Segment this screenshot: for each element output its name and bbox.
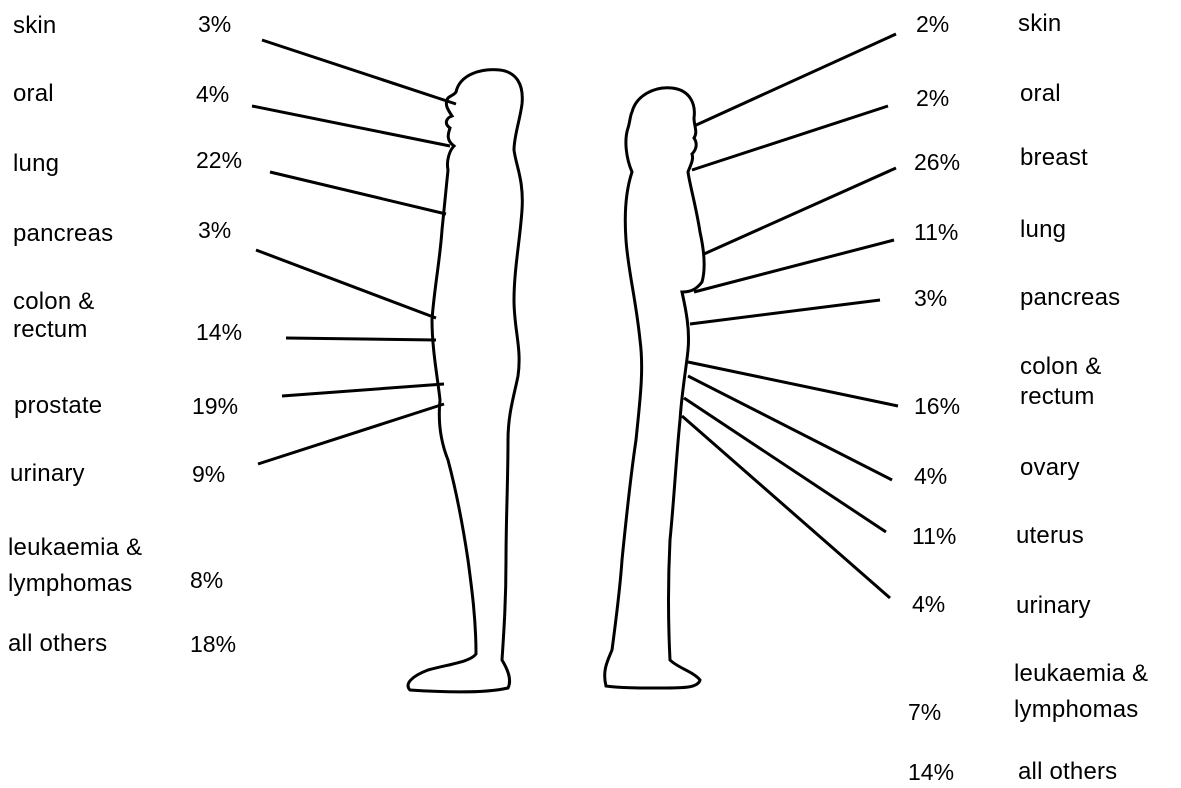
female-label-pancreas: pancreas xyxy=(1020,284,1120,312)
male-leader-lines xyxy=(252,40,456,464)
leader-line-male-urinary xyxy=(258,404,444,464)
male-silhouette xyxy=(408,70,522,692)
female-percent-oral: 2% xyxy=(916,84,949,112)
female-label-skin: skin xyxy=(1018,10,1061,38)
leader-line-female-urinary xyxy=(682,416,890,598)
female-percent-lung: 11% xyxy=(914,218,958,246)
male-label-leukaemia: leukaemia & lymphomas xyxy=(8,530,142,602)
male-label-prostate: prostate xyxy=(14,392,102,420)
female-label-ovary: ovary xyxy=(1020,454,1080,482)
female-percent-breast: 26% xyxy=(914,148,960,176)
male-percent-oral: 4% xyxy=(196,80,229,108)
female-label-uterus: uterus xyxy=(1016,522,1084,550)
leader-line-female-breast xyxy=(704,168,896,254)
male-percent-pancreas: 3% xyxy=(198,216,231,244)
female-label-oral-text: oral xyxy=(1020,80,1061,108)
leader-line-male-lung xyxy=(270,172,446,214)
male-label-pancreas: pancreas xyxy=(13,220,113,248)
leader-line-female-colon xyxy=(688,362,898,406)
leader-line-male-oral xyxy=(252,106,450,146)
male-label-urinary: urinary xyxy=(10,460,85,488)
male-percent-lung: 22% xyxy=(196,146,242,174)
male-percent-colon-rectum: 14% xyxy=(196,318,242,346)
female-percent-urinary: 4% xyxy=(912,590,945,618)
male-percent-skin: 3% xyxy=(198,10,231,38)
leader-line-female-oral xyxy=(692,106,888,170)
male-label-lung: lung xyxy=(13,150,59,178)
leader-line-male-prostate xyxy=(282,384,444,396)
male-percent-leukaemia: 8% xyxy=(190,566,223,594)
female-label-breast: breast xyxy=(1020,144,1088,172)
female-percent-colon-rectum: 16% xyxy=(914,392,960,420)
female-percent-all-others: 14% xyxy=(908,758,954,786)
male-percent-prostate: 19% xyxy=(192,392,238,420)
female-percent-ovary: 4% xyxy=(914,462,947,490)
leader-line-female-pancreas xyxy=(690,300,880,324)
leader-line-male-colon xyxy=(286,338,436,340)
leader-line-female-ovary xyxy=(688,376,892,480)
male-label-all-others: all others xyxy=(8,630,107,658)
male-label-colon-rectum: colon & rectum xyxy=(13,288,94,344)
male-label-skin: skin xyxy=(13,12,56,40)
female-label-urinary: urinary xyxy=(1016,592,1091,620)
female-label-leukaemia: leukaemia & lymphomas xyxy=(1014,656,1148,728)
female-percent-uterus: 11% xyxy=(912,522,956,550)
female-leader-lines xyxy=(682,34,898,598)
male-label-oral: oral xyxy=(13,80,54,108)
female-percent-pancreas: 3% xyxy=(914,284,947,312)
female-label-all-others: all others xyxy=(1018,758,1117,786)
female-percent-skin: 2% xyxy=(916,10,949,38)
leader-line-female-lung xyxy=(694,240,894,292)
leader-line-female-uterus xyxy=(684,398,886,532)
female-label-colon-rectum: colon & rectum xyxy=(1020,352,1101,412)
female-percent-leukaemia: 7% xyxy=(908,698,941,726)
female-silhouette xyxy=(605,88,704,688)
male-percent-urinary: 9% xyxy=(192,460,225,488)
leader-line-male-pancreas xyxy=(256,250,436,318)
leader-line-male-skin xyxy=(262,40,456,104)
female-label-lung: lung xyxy=(1020,216,1066,244)
male-percent-all-others: 18% xyxy=(190,630,236,658)
